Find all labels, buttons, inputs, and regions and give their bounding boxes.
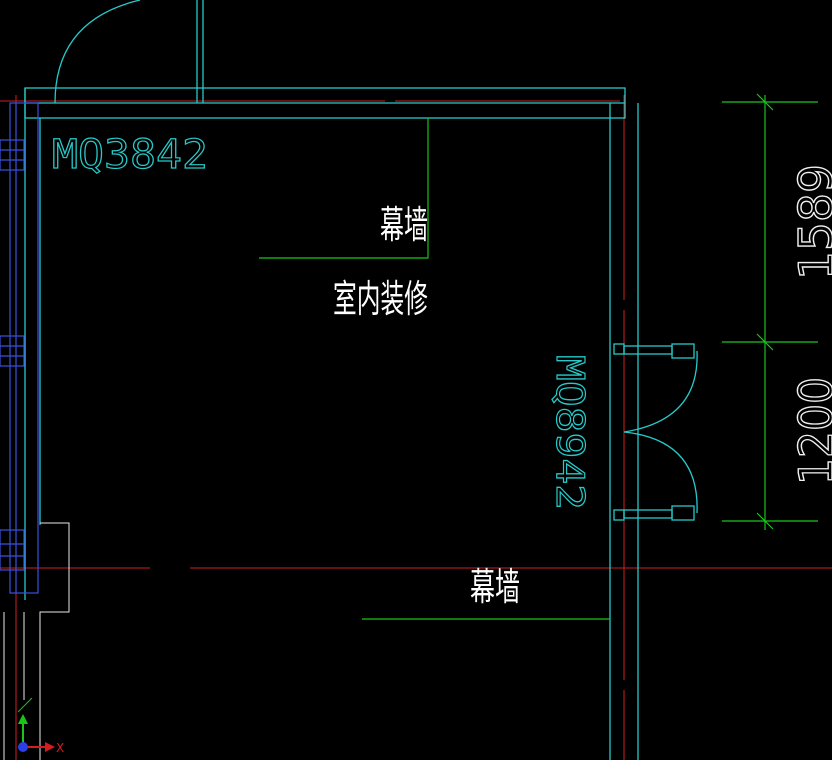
left-wall[interactable]	[3, 88, 70, 760]
leader-lines	[259, 118, 610, 620]
top-door-swing[interactable]	[54, 0, 204, 104]
window-tag-side[interactable]: MQ8942	[547, 354, 592, 510]
dimension-group[interactable]	[722, 93, 818, 530]
curtain-wall-label-top[interactable]: 幕墙	[380, 203, 428, 247]
ucs-icon: X	[17, 697, 64, 755]
interior-decoration-label[interactable]: 室内装修	[333, 277, 428, 321]
curtain-wall-label-bottom[interactable]: 幕墙	[470, 565, 520, 609]
dimension-value-upper[interactable]: 1589	[788, 163, 832, 280]
double-door[interactable]	[613, 343, 698, 521]
left-columns	[0, 102, 39, 594]
window-tag-top[interactable]: MQ3842	[51, 131, 208, 178]
axis-lines	[0, 95, 832, 760]
ucs-x-label: X	[56, 741, 64, 755]
curtain-wall-top[interactable]	[24, 87, 626, 119]
dimension-value-lower[interactable]: 1200	[788, 376, 832, 485]
curtain-wall-right[interactable]	[609, 103, 639, 760]
